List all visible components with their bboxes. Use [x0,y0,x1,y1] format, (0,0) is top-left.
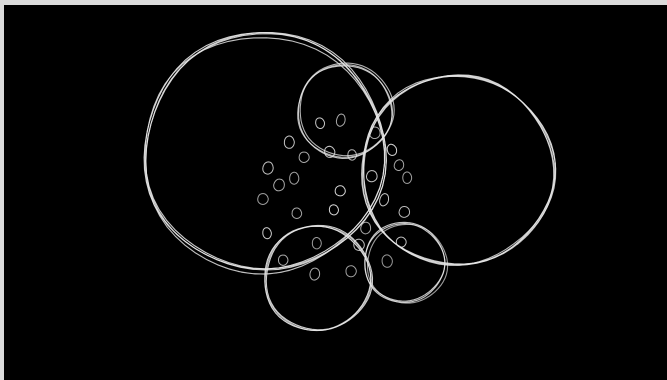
small-circle-top [298,63,395,158]
dot-mark [262,227,272,239]
sketch-svg [4,5,667,380]
dot-mark [309,267,320,280]
dot-mark [292,208,302,219]
dot-mark [365,169,378,183]
dot-mark [381,254,393,267]
dot-mark [335,113,346,127]
dot-mark [398,205,411,219]
dot-mark [315,117,326,130]
dot-mark [257,193,269,205]
dot-mark [272,178,286,193]
dot-mark [395,236,407,248]
dot-mark [299,152,310,163]
dot-mark [329,204,340,216]
dot-mark [346,266,357,277]
dot-mark [386,143,398,157]
dot-mark [393,159,405,172]
drawing-canvas [4,5,667,380]
dot-mark [290,172,299,184]
dot-mark [278,255,288,266]
dot-mark [262,161,275,175]
dot-mark [335,186,345,196]
dot-mark [312,237,321,249]
dot-mark [403,172,412,184]
dot-mark [284,136,294,148]
